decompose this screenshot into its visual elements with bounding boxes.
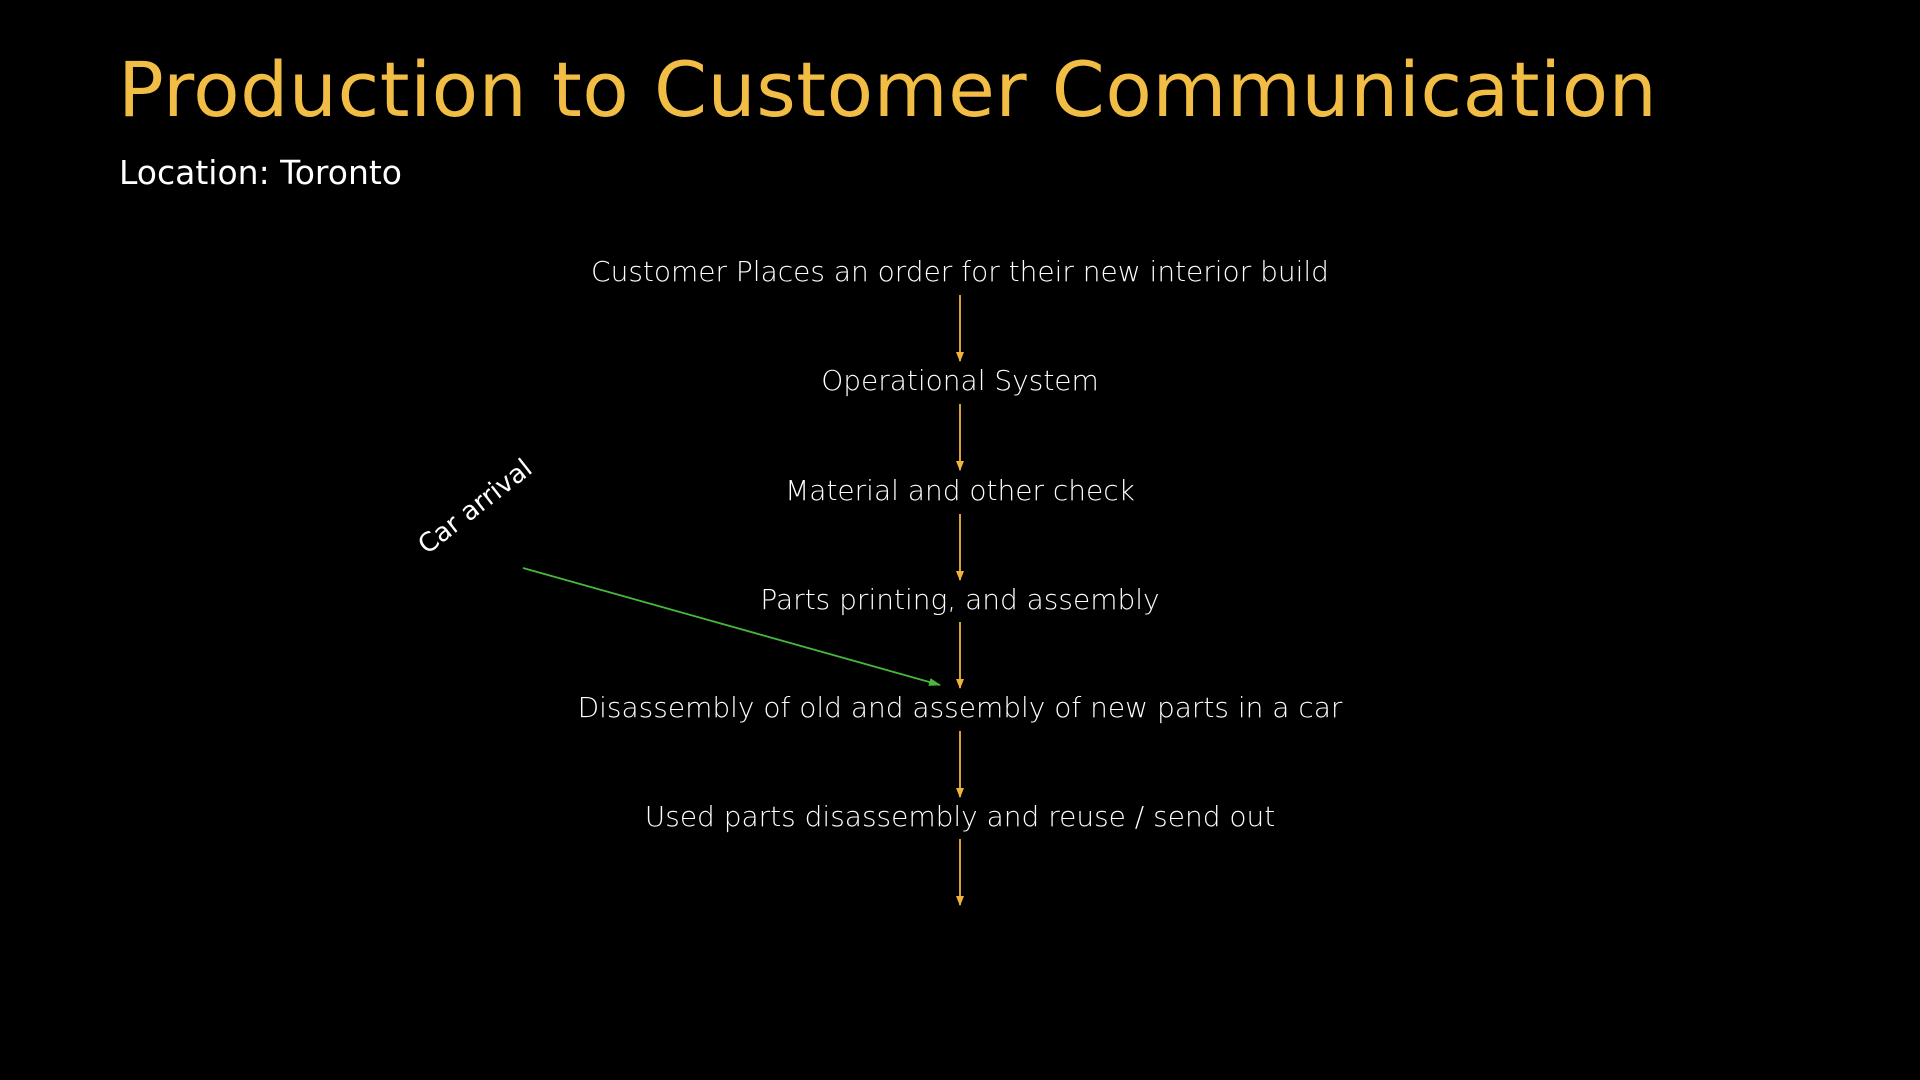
slide-title: Production to Customer Communication bbox=[118, 45, 1658, 134]
step-parts-printing: Parts printing, and assembly bbox=[760, 583, 1160, 616]
step-material-check: Material and other check bbox=[785, 474, 1135, 507]
car-arrival-arrow bbox=[522, 567, 941, 686]
step-customer-order: Customer Places an order for their new i… bbox=[591, 255, 1329, 288]
step-used-parts: Used parts disassembly and reuse / send … bbox=[644, 800, 1276, 833]
step-operational-system: Operational System bbox=[821, 364, 1099, 397]
step-car-assembly: Disassembly of old and assembly of new p… bbox=[577, 691, 1343, 724]
location-subtitle: Location: Toronto bbox=[119, 153, 402, 192]
